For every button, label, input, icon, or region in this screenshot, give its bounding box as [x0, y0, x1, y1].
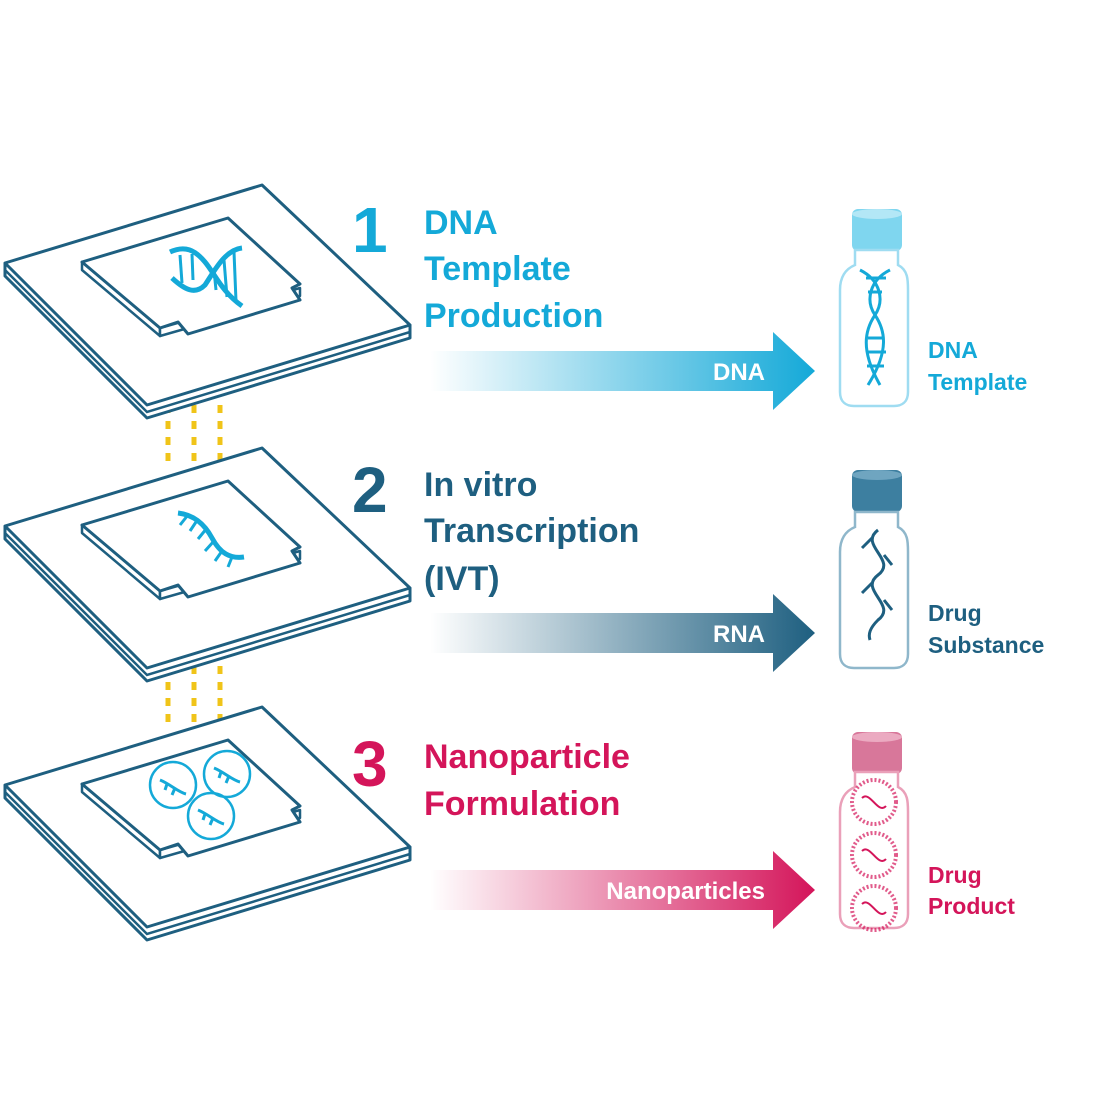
nanoparticle-vial-icon: [838, 732, 910, 932]
arrow-label: RNA: [713, 621, 765, 648]
step-title-line: Template: [424, 250, 571, 288]
product-label-line: Product: [928, 893, 1015, 919]
dna-vial-icon: [838, 209, 910, 408]
plate-step-1: [3, 183, 412, 420]
step-title-line: Formulation: [424, 785, 620, 823]
step-title-line: (IVT): [424, 560, 500, 598]
arrow-label: Nanoparticles: [606, 878, 765, 905]
nanoparticle-icon: [148, 749, 252, 841]
product-label-3: Drug Product: [928, 862, 1015, 919]
product-label-line: Drug: [928, 600, 982, 626]
rna-strand-icon: [177, 510, 245, 568]
step-title-line: Production: [424, 297, 603, 335]
step-number: 2: [352, 454, 388, 526]
arrow-label: DNA: [713, 359, 765, 386]
product-label-line: DNA: [928, 337, 978, 363]
step-number: 1: [352, 194, 388, 266]
product-label-line: Template: [928, 369, 1027, 395]
product-label-line: Drug: [928, 862, 982, 888]
product-label-line: Substance: [928, 632, 1044, 658]
step-3-heading: 3 Nanoparticle Formulation: [352, 728, 630, 823]
plate-step-2: [3, 446, 412, 683]
arrow-rna: RNA: [430, 594, 815, 672]
dna-helix-icon: [168, 245, 244, 309]
arrow-nanoparticles: Nanoparticles: [430, 851, 815, 929]
step-number: 3: [352, 728, 388, 800]
step-1-heading: 1 DNA Template Production: [352, 194, 603, 335]
plate-step-3: [3, 705, 412, 942]
product-label-1: DNA Template: [928, 337, 1027, 395]
product-label-2: Drug Substance: [928, 600, 1044, 658]
rna-vial-icon: [838, 470, 910, 670]
step-title-line: DNA: [424, 204, 498, 242]
step-title-line: Transcription: [424, 512, 639, 550]
yellow-connector-lines: [165, 405, 223, 728]
arrow-dna: DNA: [430, 332, 815, 410]
step-title-line: In vitro: [424, 466, 537, 504]
step-2-heading: 2 In vitro Transcription (IVT): [352, 454, 639, 598]
step-title-line: Nanoparticle: [424, 738, 630, 776]
